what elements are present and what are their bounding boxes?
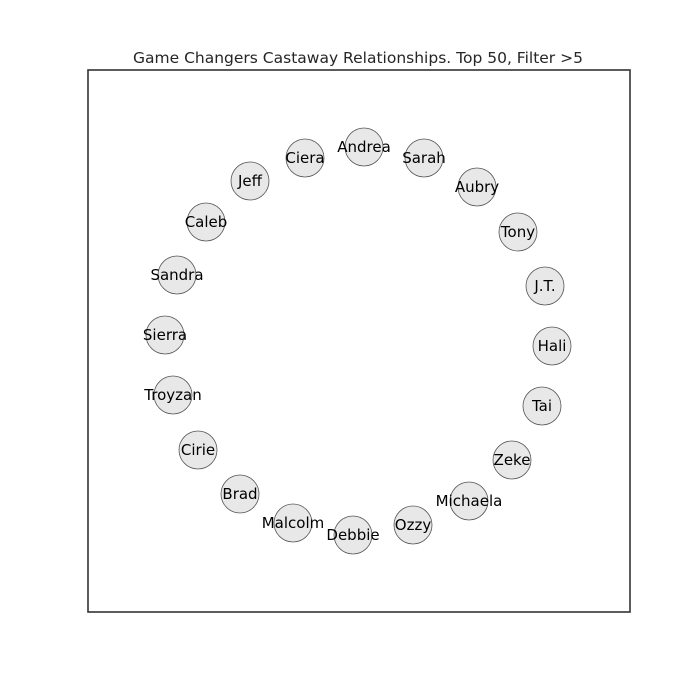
node-label: Malcolm: [262, 514, 325, 532]
node-circle: [178, 430, 218, 470]
node-aubry: Aubry: [455, 167, 499, 207]
node-sandra: Sandra: [150, 255, 204, 295]
node-tony: Tony: [498, 212, 538, 252]
node-cirie: Cirie: [178, 430, 218, 470]
node-caleb: Caleb: [185, 202, 228, 242]
node-circle: [273, 503, 313, 543]
node-label: Ozzy: [395, 516, 432, 534]
node-jeff: Jeff: [230, 161, 270, 201]
node-label: Hali: [538, 337, 567, 355]
node-circle: [230, 161, 270, 201]
node-ozzy: Ozzy: [393, 505, 433, 545]
node-hali: Hali: [532, 326, 572, 366]
node-label: J.T.: [533, 277, 555, 295]
node-circle: [522, 386, 562, 426]
node-label: Tai: [531, 397, 552, 415]
plot-frame: [87, 69, 631, 613]
node-label: Tony: [500, 223, 535, 241]
node-circle: [344, 127, 384, 167]
node-label: Sarah: [402, 149, 446, 167]
node-circle: [404, 138, 444, 178]
node-circle: [153, 375, 193, 415]
node-circle: [498, 212, 538, 252]
node-label: Caleb: [185, 213, 228, 231]
node-label: Andrea: [337, 138, 391, 156]
node-sierra: Sierra: [143, 315, 187, 355]
node-tai: Tai: [522, 386, 562, 426]
node-label: Troyzan: [143, 386, 201, 404]
node-label: Ciera: [285, 149, 324, 167]
node-circle: [492, 440, 532, 480]
node-brad: Brad: [220, 474, 260, 514]
node-label: Jeff: [237, 172, 263, 190]
node-label: Brad: [222, 485, 257, 503]
node-label: Sandra: [150, 266, 203, 284]
node-circle: [285, 138, 325, 178]
node-circle: [220, 474, 260, 514]
node-circle: [457, 167, 497, 207]
node-circle: [449, 481, 489, 521]
node-label: Sierra: [143, 326, 187, 344]
node-troyzan: Troyzan: [143, 375, 202, 415]
node-andrea: Andrea: [337, 127, 391, 167]
node-sarah: Sarah: [402, 138, 446, 178]
diagram-title: Game Changers Castaway Relationships. To…: [133, 49, 583, 67]
node-label: Zeke: [494, 451, 531, 469]
node-circle: [525, 266, 565, 306]
node-ciera: Ciera: [285, 138, 325, 178]
node-zeke: Zeke: [492, 440, 532, 480]
node-label: Aubry: [455, 178, 499, 196]
node-circle: [186, 202, 226, 242]
node-label: Cirie: [181, 441, 215, 459]
node-debbie: Debbie: [326, 515, 380, 555]
node-circle: [145, 315, 185, 355]
node-michaela: Michaela: [436, 481, 503, 521]
node-circle: [157, 255, 197, 295]
node-label: Debbie: [326, 526, 379, 544]
node-circle: [532, 326, 572, 366]
node-j-t: J.T.: [525, 266, 565, 306]
node-circle: [393, 505, 433, 545]
node-malcolm: Malcolm: [262, 503, 325, 543]
node-circle: [333, 515, 373, 555]
node-label: Michaela: [436, 492, 503, 510]
